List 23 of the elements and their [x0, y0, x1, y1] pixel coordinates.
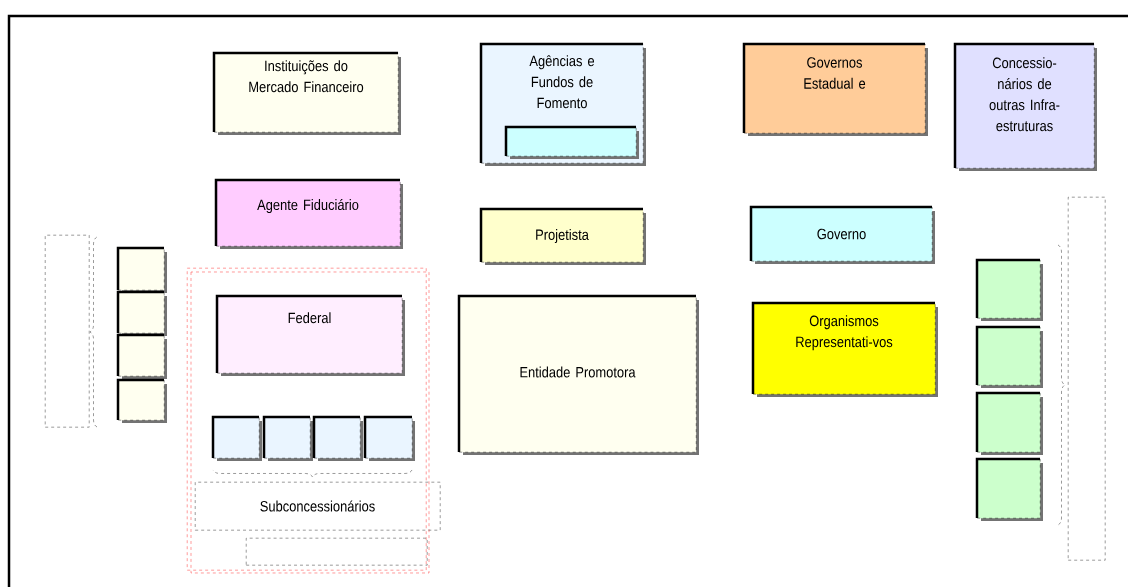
- empty-box: [363, 415, 415, 461]
- empty-box: [1068, 197, 1106, 561]
- text-box: Organismos Representati-vos: [751, 301, 938, 397]
- empty-box: [246, 537, 428, 566]
- empty-box: [504, 125, 639, 159]
- empty-box: [975, 457, 1043, 521]
- empty-box: [116, 290, 167, 336]
- empty-box: [975, 258, 1043, 321]
- text-box: Concessio-nários de outras Infra-estruturas: [953, 42, 1097, 171]
- empty-box: [45, 235, 90, 428]
- text-box: Governo: [749, 205, 935, 264]
- empty-box: [975, 391, 1043, 455]
- empty-box: [975, 325, 1043, 388]
- text-box: Agente Fiduciário: [214, 178, 403, 249]
- text-box: Entidade Promotora: [457, 294, 699, 455]
- text-box: Instituições do Mercado Financeiro: [212, 51, 401, 135]
- text-box: Federal: [215, 294, 405, 376]
- empty-box: [116, 333, 167, 379]
- text-box: Projetista: [479, 207, 646, 265]
- empty-box: [116, 378, 167, 423]
- empty-box: [211, 415, 262, 461]
- empty-box: [116, 246, 167, 293]
- text-box: Governos Estadual e: [742, 42, 928, 136]
